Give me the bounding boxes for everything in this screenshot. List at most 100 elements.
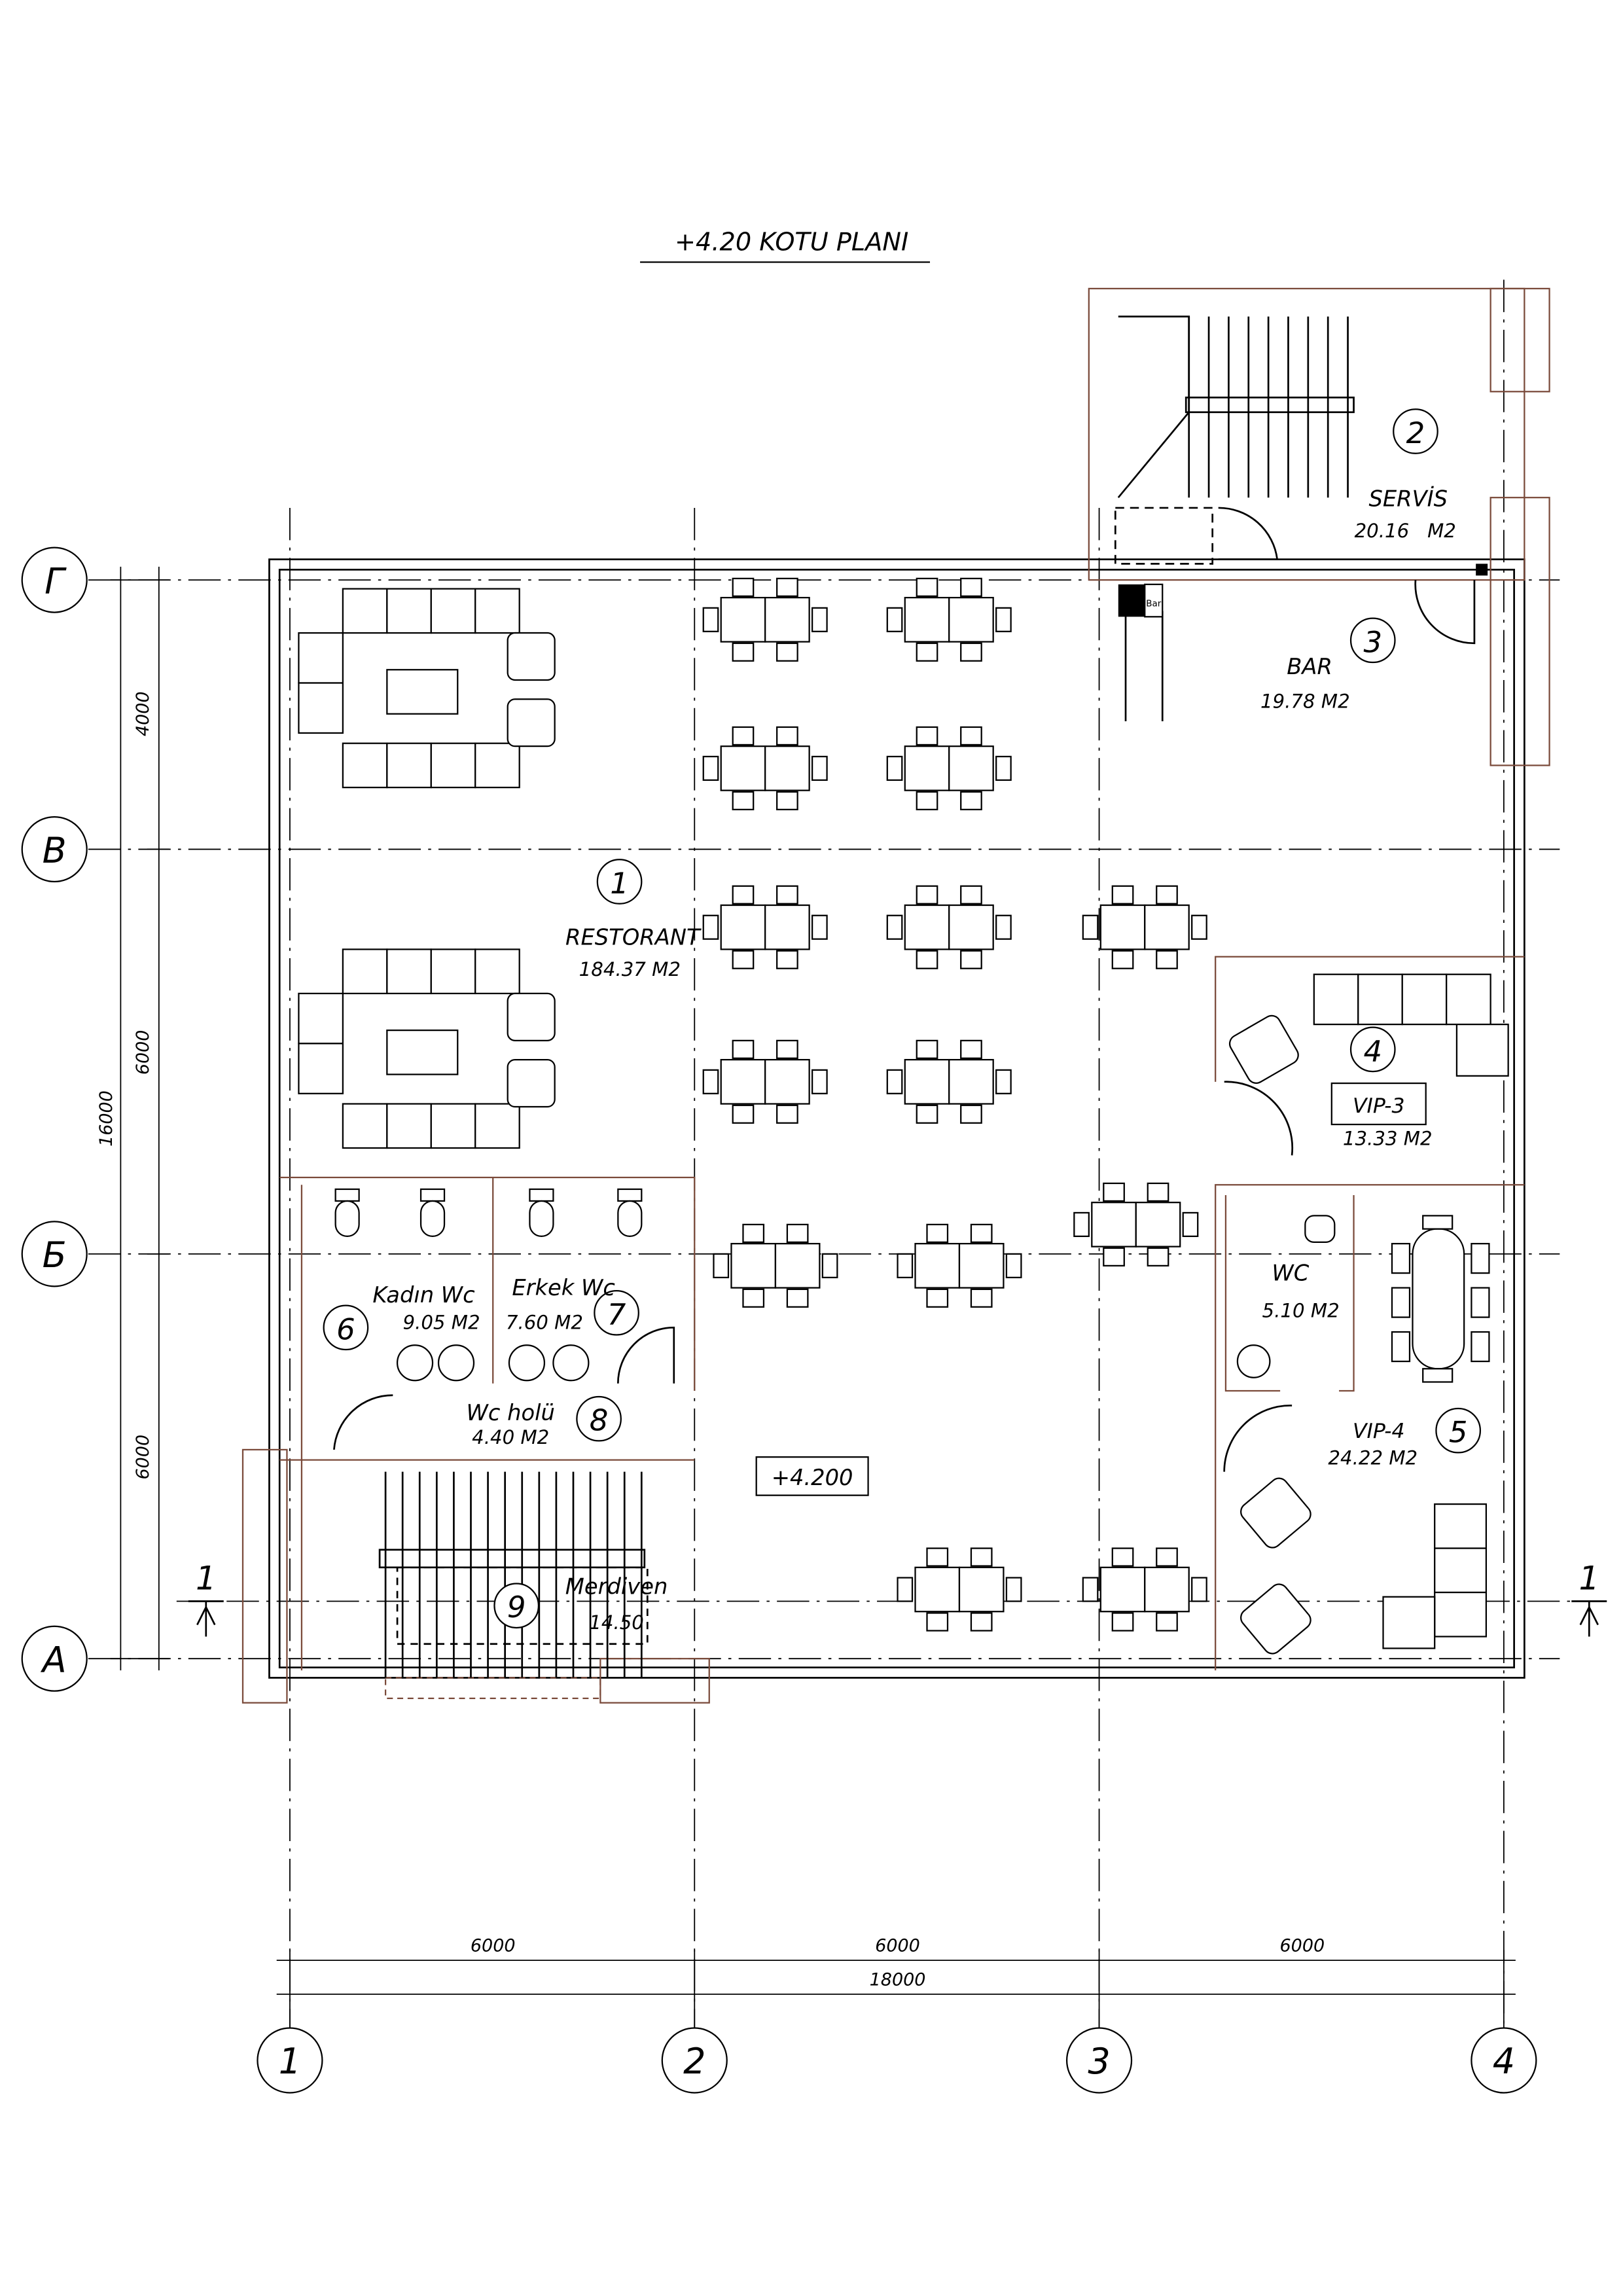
svg-text:8: 8 <box>590 1403 609 1438</box>
svg-text:9: 9 <box>507 1590 526 1624</box>
chair <box>926 1288 949 1308</box>
sofa-seat <box>342 588 388 634</box>
chair <box>1111 885 1134 905</box>
toilet-icon <box>334 1200 360 1238</box>
chair <box>886 914 903 940</box>
chair <box>1103 1182 1125 1202</box>
svg-text:Kadın Wc: Kadın Wc <box>372 1282 475 1308</box>
armchair <box>507 698 556 747</box>
table-top <box>720 745 766 791</box>
chair <box>811 914 828 940</box>
table-top <box>914 1566 961 1613</box>
sofa-seat <box>386 948 432 995</box>
chair <box>1471 1243 1490 1274</box>
vip4-sofa <box>1382 1503 1488 1649</box>
svg-text:6000: 6000 <box>875 1936 920 1956</box>
chair <box>1156 1612 1178 1632</box>
dining-table-set <box>1082 1547 1207 1632</box>
dining-table-set <box>897 1547 1022 1632</box>
sofa-seat <box>342 948 388 995</box>
dining-table-set <box>1073 1182 1199 1266</box>
chair <box>970 1547 993 1567</box>
svg-text:VIP-3: VIP-3 <box>1353 1094 1404 1118</box>
sofa-seat <box>342 1103 388 1149</box>
svg-text:1: 1 <box>1579 1560 1599 1598</box>
chair <box>926 1612 949 1632</box>
svg-text:4000: 4000 <box>133 691 153 736</box>
chair <box>960 642 982 662</box>
chair <box>960 1039 982 1059</box>
bottom-dimensions: 6000 6000 6000 18000 <box>276 1936 1516 2028</box>
sofa-seat <box>1446 973 1491 1026</box>
row-axis-bubbles: Г В Б А <box>21 547 88 1692</box>
chair <box>995 914 1012 940</box>
svg-text:2: 2 <box>1406 416 1425 450</box>
toilet-tank <box>617 1188 643 1202</box>
svg-text:6000: 6000 <box>1280 1936 1325 1956</box>
svg-text:16000: 16000 <box>96 1090 116 1147</box>
svg-text:9.05 M2: 9.05 M2 <box>402 1312 480 1334</box>
svg-text:13.33 M2: 13.33 M2 <box>1343 1128 1433 1150</box>
svg-text:3: 3 <box>1088 2041 1110 2082</box>
svg-text:SERVİS: SERVİS <box>1368 486 1448 512</box>
toilet-icon <box>419 1200 446 1238</box>
chair <box>713 1253 730 1278</box>
svg-text:184.37 M2: 184.37 M2 <box>579 958 681 980</box>
chair <box>886 755 903 781</box>
table-top <box>948 904 994 950</box>
chair <box>1156 885 1178 905</box>
sofa-seat <box>342 742 388 789</box>
svg-text:1: 1 <box>610 866 629 901</box>
column-axis-bubbles: 1 2 3 4 <box>257 2027 1537 2094</box>
chair <box>776 885 798 905</box>
chair <box>811 607 828 632</box>
chair <box>960 1104 982 1124</box>
table-top <box>720 596 766 643</box>
svg-text:6000: 6000 <box>133 1030 153 1075</box>
svg-text:3: 3 <box>1363 624 1382 659</box>
svg-text:18000: 18000 <box>870 1969 926 1990</box>
chair <box>1191 914 1207 940</box>
chair <box>1156 950 1178 969</box>
chair <box>702 607 719 632</box>
table-top <box>764 745 810 791</box>
sofa-seat <box>386 1103 432 1149</box>
chair <box>1422 1368 1454 1383</box>
sink-icon <box>508 1344 546 1382</box>
armchair <box>1240 1477 1311 1549</box>
chair <box>776 577 798 597</box>
sink-icon <box>552 1344 590 1382</box>
table-top <box>904 596 950 643</box>
room-labels: 1 RESTORANT 184.37 M2 2 SERVİS 20.16 M2 … <box>323 408 1482 1634</box>
stair-handrail <box>1185 396 1355 414</box>
chair <box>926 1547 949 1567</box>
toilet-tank <box>419 1188 446 1202</box>
toilet-icon <box>617 1200 643 1238</box>
sofa-seat <box>430 1103 476 1149</box>
chair <box>970 1288 993 1308</box>
sofa-seat <box>430 948 476 995</box>
corner-sofa <box>298 588 556 789</box>
dining-table-set <box>702 577 828 662</box>
chair <box>1191 1577 1207 1602</box>
sofa-seat <box>298 682 344 734</box>
stair-winder <box>1117 315 1190 499</box>
table-top <box>914 1243 961 1289</box>
service-lift-outline <box>1114 507 1214 565</box>
chair <box>916 726 938 746</box>
chair <box>732 791 755 810</box>
svg-text:2: 2 <box>683 2041 705 2082</box>
plan-title: +4.20 KOTU PLANI <box>675 228 908 257</box>
svg-text:6000: 6000 <box>471 1936 516 1956</box>
sofa-seat <box>386 588 432 634</box>
armchair <box>507 632 556 681</box>
chair <box>732 642 755 662</box>
chair <box>732 577 755 597</box>
sofa-seat <box>1434 1503 1488 1549</box>
svg-text:BAR: BAR <box>1287 654 1332 679</box>
sofa-seat <box>1434 1591 1488 1638</box>
chair <box>1391 1287 1411 1318</box>
sofa-seat <box>1455 1024 1509 1077</box>
interior-walls: Bar <box>279 564 1525 1671</box>
svg-text:24.22 M2: 24.22 M2 <box>1328 1446 1418 1469</box>
